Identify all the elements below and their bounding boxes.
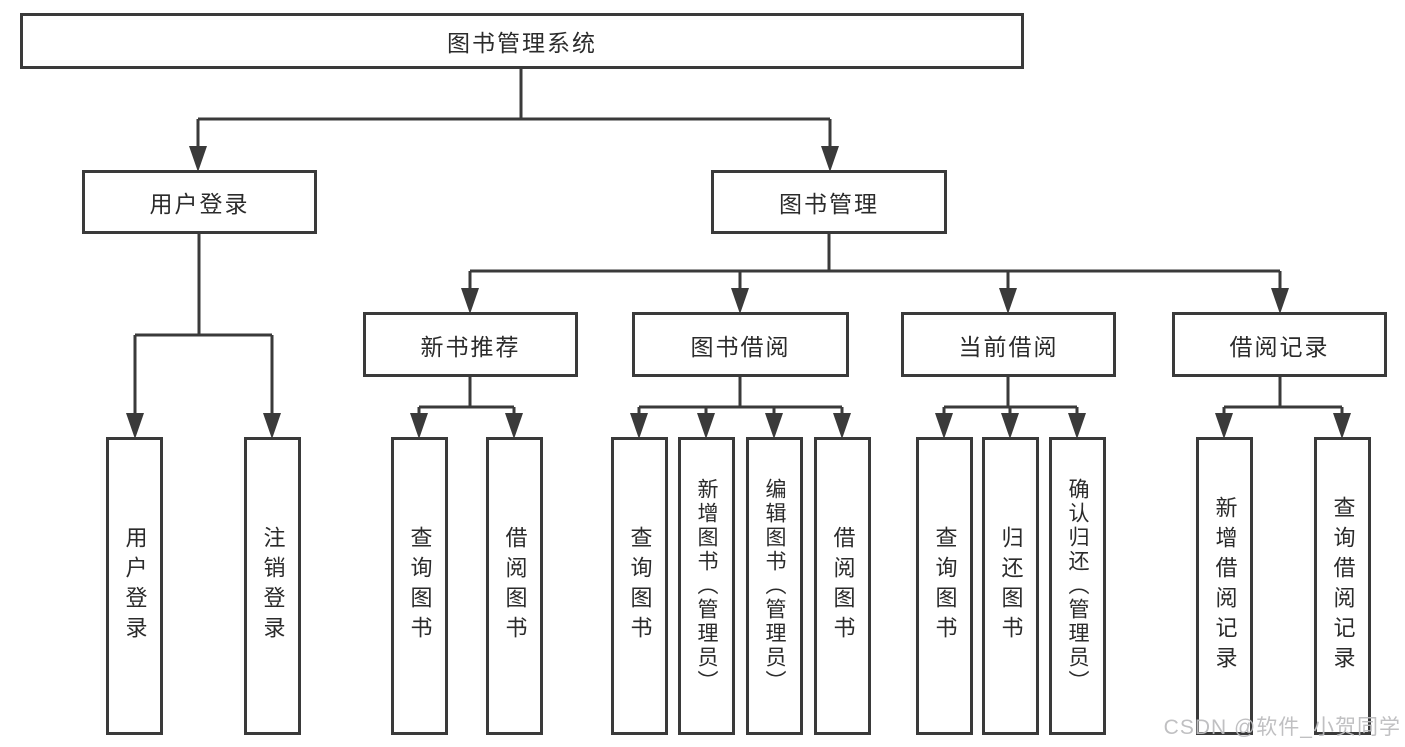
leaf-label: 借阅图书 bbox=[502, 526, 528, 646]
node-borrow-records: 借阅记录 bbox=[1172, 312, 1387, 377]
leaf-query-borrow-record: 查询借阅记录 bbox=[1314, 437, 1371, 735]
leaf-label: 查询图书 bbox=[627, 526, 653, 646]
leaf-label: 注销登录 bbox=[260, 526, 286, 646]
connector-paths bbox=[133, 68, 1344, 415]
leaf-label: 新增借阅记录 bbox=[1212, 496, 1238, 676]
leaf-confirm-return-admin: 确认归还（管理员） bbox=[1049, 437, 1106, 735]
node-user-login: 用户登录 bbox=[82, 170, 317, 234]
leaf-query-books-recommend: 查询图书 bbox=[391, 437, 448, 735]
leaf-query-books-current: 查询图书 bbox=[916, 437, 973, 735]
leaf-borrow-books: 借阅图书 bbox=[814, 437, 871, 735]
leaf-label: 编辑图书（管理员） bbox=[763, 478, 786, 694]
node-library-management-system: 图书管理系统 bbox=[20, 13, 1024, 69]
leaf-label: 确认归还（管理员） bbox=[1066, 478, 1089, 694]
leaf-label: 借阅图书 bbox=[830, 526, 856, 646]
leaf-label: 新增图书（管理员） bbox=[695, 478, 718, 694]
leaf-add-borrow-record: 新增借阅记录 bbox=[1196, 437, 1253, 735]
leaf-label: 查询图书 bbox=[932, 526, 958, 646]
leaf-query-books-borrow: 查询图书 bbox=[611, 437, 668, 735]
leaf-add-books-admin: 新增图书（管理员） bbox=[678, 437, 735, 735]
node-current-borrow: 当前借阅 bbox=[901, 312, 1116, 377]
leaf-borrow-books-recommend: 借阅图书 bbox=[486, 437, 543, 735]
leaf-label: 归还图书 bbox=[998, 526, 1024, 646]
leaf-edit-books-admin: 编辑图书（管理员） bbox=[746, 437, 803, 735]
leaf-label: 用户登录 bbox=[122, 526, 148, 646]
csdn-watermark: CSDN @软件_小贺同学 bbox=[1163, 716, 1401, 739]
leaf-user-login: 用户登录 bbox=[106, 437, 163, 735]
leaf-return-books: 归还图书 bbox=[982, 437, 1039, 735]
arrowheads bbox=[126, 146, 1351, 439]
leaf-logout: 注销登录 bbox=[244, 437, 301, 735]
node-book-borrow: 图书借阅 bbox=[632, 312, 849, 377]
node-book-management: 图书管理 bbox=[711, 170, 947, 234]
leaf-label: 查询图书 bbox=[407, 526, 433, 646]
node-new-book-recommend: 新书推荐 bbox=[363, 312, 578, 377]
leaf-label: 查询借阅记录 bbox=[1330, 496, 1356, 676]
